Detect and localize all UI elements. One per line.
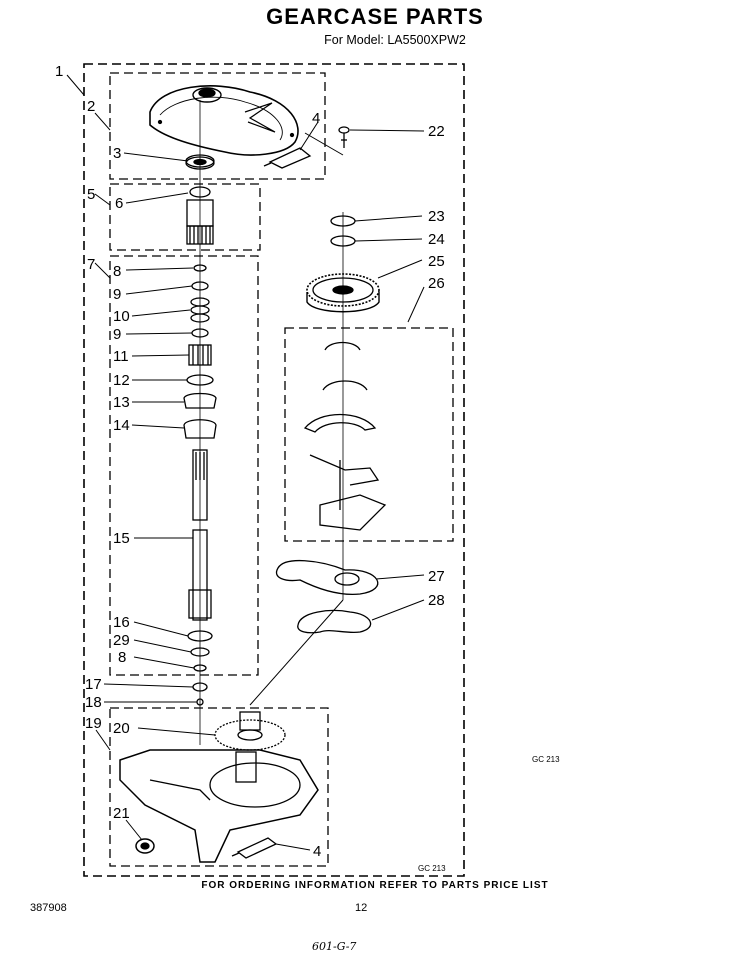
callout-22: 22 xyxy=(428,123,445,140)
callout-5: 5 xyxy=(87,186,95,203)
callout-2: 2 xyxy=(87,98,95,115)
callout-3: 3 xyxy=(113,145,121,162)
callout-9-b: 9 xyxy=(113,326,121,343)
callout-numbers: 1 2 3 4 22 5 6 7 8 9 10 9 11 12 13 14 15… xyxy=(55,63,445,860)
callout-23: 23 xyxy=(428,208,445,225)
page-number: 12 xyxy=(355,902,368,914)
cam-part-27 xyxy=(275,559,379,596)
callout-18: 18 xyxy=(85,694,102,711)
callout-14: 14 xyxy=(113,417,130,434)
assembly-box-2 xyxy=(109,72,326,180)
fork-part-28 xyxy=(297,609,372,634)
callout-24: 24 xyxy=(428,231,445,248)
callout-4-bottom: 4 xyxy=(313,843,321,860)
callout-12: 12 xyxy=(113,372,130,389)
main-gear-part-25 xyxy=(306,273,380,313)
shifter-assembly-part-26 xyxy=(303,341,387,531)
callout-9-a: 9 xyxy=(113,286,121,303)
sealant-tube-part-bottom xyxy=(231,837,278,859)
handwritten-note: 601-G-7 xyxy=(312,940,357,953)
callout-8-b: 8 xyxy=(118,649,126,666)
callout-29: 29 xyxy=(113,632,130,649)
callout-4-top: 4 xyxy=(312,110,320,127)
callout-28: 28 xyxy=(428,592,445,609)
callout-21: 21 xyxy=(113,805,130,822)
assembly-box-26 xyxy=(284,327,454,542)
plug-part-21 xyxy=(135,838,155,854)
callout-8-a: 8 xyxy=(113,263,121,280)
page-title: GEARCASE PARTS xyxy=(266,4,484,29)
pinion-part-6 xyxy=(186,186,214,245)
sealant-tube-part-top xyxy=(263,147,312,169)
callout-16: 16 xyxy=(113,614,130,631)
callout-25: 25 xyxy=(428,253,445,270)
leader-lines xyxy=(66,74,425,851)
callout-15: 15 xyxy=(113,530,130,547)
figure-code-bottom: GC 213 xyxy=(418,864,446,873)
callout-20: 20 xyxy=(113,720,130,737)
shaft-stack-parts xyxy=(183,264,217,439)
callout-19: 19 xyxy=(85,715,102,732)
callout-10: 10 xyxy=(113,308,130,325)
callout-13: 13 xyxy=(113,394,130,411)
agitator-shaft-part-15 xyxy=(188,449,212,621)
gearcase-housing-part-19 xyxy=(119,749,319,863)
callout-1: 1 xyxy=(55,63,63,80)
assembly-box-7 xyxy=(109,255,259,676)
seal-part-3 xyxy=(185,154,215,170)
document-number: 387908 xyxy=(30,902,67,914)
assembly-box-1 xyxy=(83,63,465,877)
callout-6: 6 xyxy=(115,195,123,212)
model-subtitle: For Model: LA5500XPW2 xyxy=(324,33,466,47)
callout-17: 17 xyxy=(85,676,102,693)
assembly-box-19 xyxy=(109,707,329,867)
callout-7: 7 xyxy=(87,256,95,273)
gear-part-20 xyxy=(214,711,286,751)
ordering-note: FOR ORDERING INFORMATION REFER TO PARTS … xyxy=(201,880,549,891)
screw-part-22 xyxy=(338,126,350,148)
callout-11: 11 xyxy=(113,348,129,365)
figure-code-right: GC 213 xyxy=(532,755,560,764)
callout-26: 26 xyxy=(428,275,445,292)
callout-27: 27 xyxy=(428,568,445,585)
gearcase-cover-part xyxy=(149,85,299,156)
assembly-box-5 xyxy=(109,183,261,251)
